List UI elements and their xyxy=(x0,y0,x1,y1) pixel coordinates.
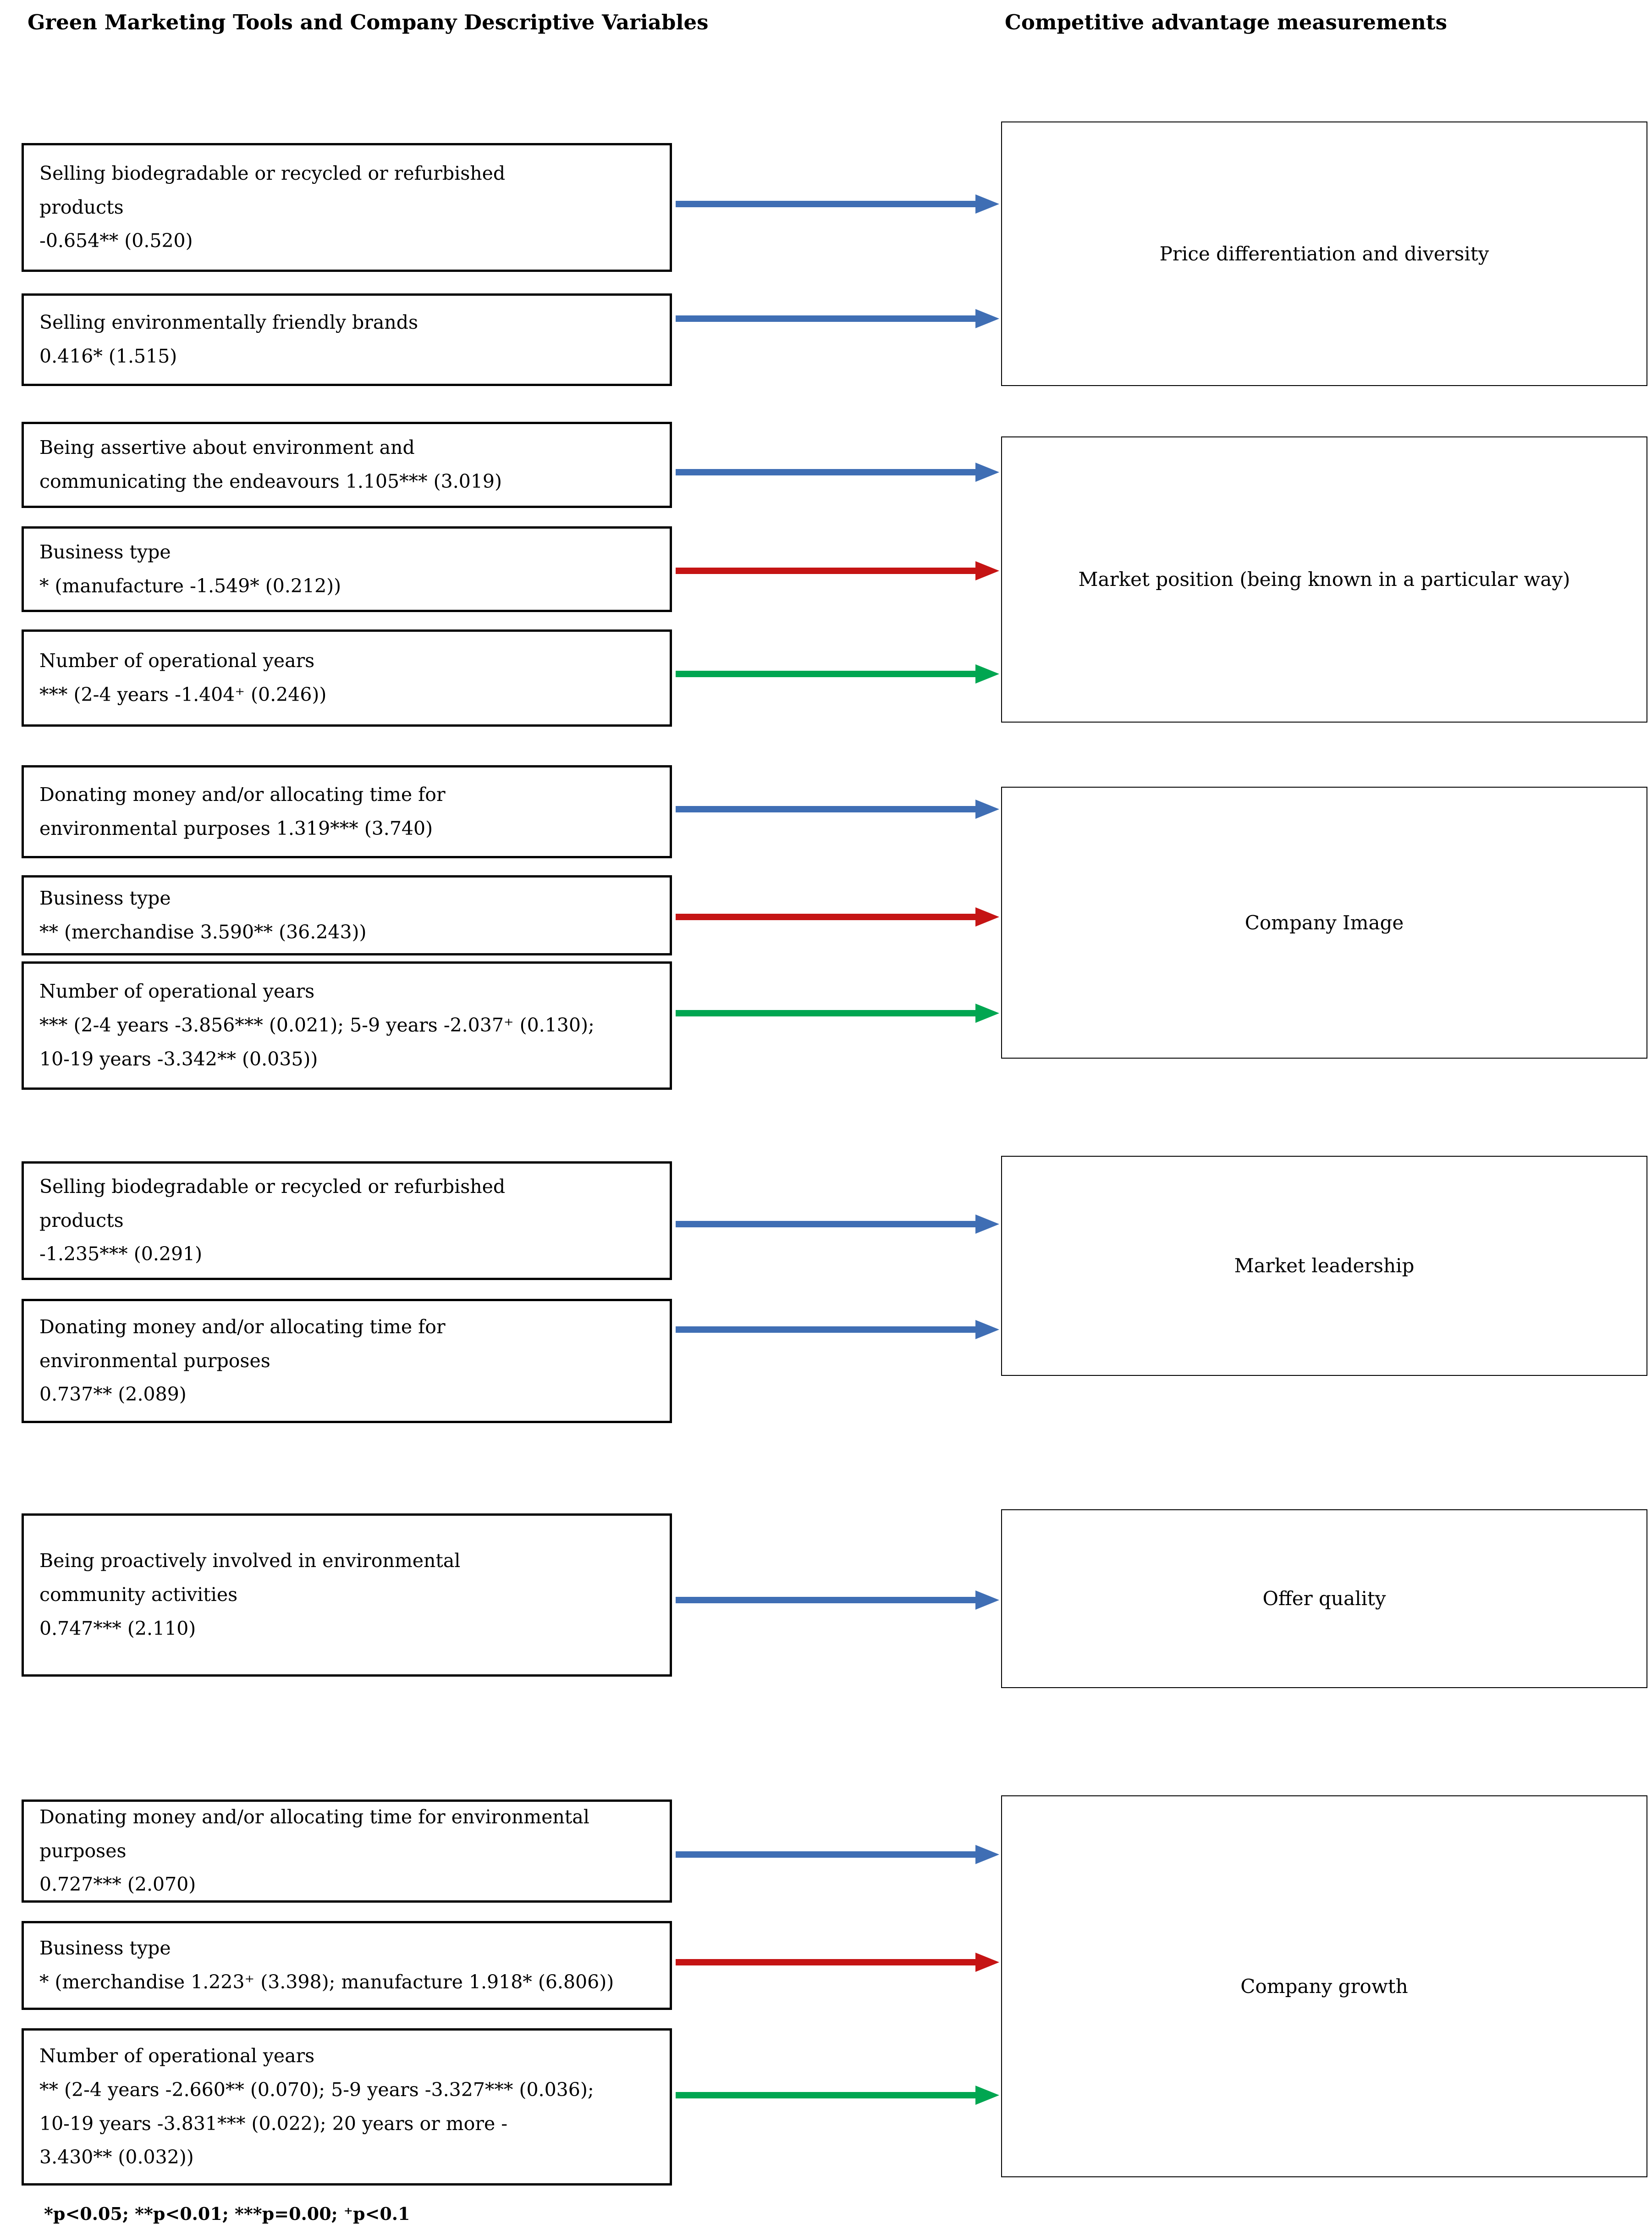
source-stat: 0.727*** (2.070) xyxy=(39,1873,196,1896)
connector-arrow-green xyxy=(676,664,999,684)
source-box-business-type-3: Business type * (merchandise 1.223⁺ (3.3… xyxy=(22,1921,672,2010)
arrow-head-icon xyxy=(975,664,999,684)
source-label: Business type xyxy=(39,887,171,909)
arrow-head-icon xyxy=(975,2086,999,2105)
arrow-head-icon xyxy=(975,1214,999,1234)
source-box-donating-money-3: Donating money and/or allocating time fo… xyxy=(22,1799,672,1903)
left-column-header: Green Marketing Tools and Company Descri… xyxy=(28,10,709,34)
source-box-operational-years-2: Number of operational years *** (2-4 yea… xyxy=(22,961,672,1090)
source-stat: 0.737** (2.089) xyxy=(39,1383,187,1406)
arrow-head-icon xyxy=(975,800,999,819)
source-box-env-friendly-brands: Selling environmentally friendly brands … xyxy=(22,293,672,386)
source-box-selling-biodegradable-2: Selling biodegradable or recycled or ref… xyxy=(22,1161,672,1280)
target-box-price-differentiation: Price differentiation and diversity xyxy=(1001,121,1647,386)
arrow-shaft xyxy=(676,568,975,574)
source-box-selling-biodegradable-1: Selling biodegradable or recycled or ref… xyxy=(22,143,672,272)
source-box-donating-money-2: Donating money and/or allocating time fo… xyxy=(22,1299,672,1423)
arrow-head-icon xyxy=(975,1953,999,1972)
source-stat: -0.654** (0.520) xyxy=(39,230,193,252)
source-stat: * (merchandise 1.223⁺ (3.398); manufactu… xyxy=(39,1971,614,1993)
source-label: Being assertive about environment and co… xyxy=(39,436,502,492)
arrow-head-icon xyxy=(975,1845,999,1864)
arrow-shaft xyxy=(676,1959,975,1965)
arrow-shaft xyxy=(676,1326,975,1333)
source-box-donating-money-1: Donating money and/or allocating time fo… xyxy=(22,765,672,858)
source-label: Business type xyxy=(39,1937,171,1960)
source-label: Business type xyxy=(39,541,171,563)
target-label: Offer quality xyxy=(1262,1587,1386,1610)
arrow-shaft xyxy=(676,1597,975,1603)
arrow-shaft xyxy=(676,2092,975,2098)
target-label: Company growth xyxy=(1240,1975,1408,1998)
connector-arrow-blue xyxy=(676,799,999,819)
source-box-proactively-involved: Being proactively involved in environmen… xyxy=(22,1513,672,1677)
source-label: Number of operational years xyxy=(39,650,315,672)
source-box-business-type-2: Business type ** (merchandise 3.590** (3… xyxy=(22,875,672,955)
connector-arrow-blue xyxy=(676,309,999,329)
source-box-operational-years-1: Number of operational years *** (2-4 yea… xyxy=(22,629,672,727)
source-stat: * (manufacture -1.549* (0.212)) xyxy=(39,574,341,597)
arrow-shaft xyxy=(676,671,975,677)
source-stat: ** (2-4 years -2.660** (0.070); 5-9 year… xyxy=(39,2078,594,2169)
connector-arrow-green xyxy=(676,2085,999,2105)
source-label: Selling environmentally friendly brands xyxy=(39,311,418,334)
target-label: Market position (being known in a partic… xyxy=(1078,568,1570,591)
target-label: Company Image xyxy=(1245,911,1404,934)
target-label: Price differentiation and diversity xyxy=(1159,242,1489,265)
arrow-shaft xyxy=(676,315,975,322)
source-stat: *** (2-4 years -3.856*** (0.021); 5-9 ye… xyxy=(39,1014,595,1070)
target-box-market-position: Market position (being known in a partic… xyxy=(1001,436,1647,723)
connector-arrow-red xyxy=(676,1952,999,1972)
source-label: Donating money and/or allocating time fo… xyxy=(39,783,446,839)
connector-arrow-blue xyxy=(676,1214,999,1234)
arrow-shaft xyxy=(676,469,975,475)
source-label: Selling biodegradable or recycled or ref… xyxy=(39,162,506,218)
significance-legend: *p<0.05; **p<0.01; ***p=0.00; ⁺p<0.1 xyxy=(44,2203,410,2224)
arrow-shaft xyxy=(676,806,975,812)
target-box-offer-quality: Offer quality xyxy=(1001,1509,1647,1688)
source-box-business-type-1: Business type * (manufacture -1.549* (0.… xyxy=(22,526,672,612)
arrow-head-icon xyxy=(975,907,999,927)
source-label: Selling biodegradable or recycled or ref… xyxy=(39,1175,506,1231)
arrow-head-icon xyxy=(975,1320,999,1339)
target-box-company-growth: Company growth xyxy=(1001,1795,1647,2177)
arrow-head-icon xyxy=(975,463,999,482)
source-stat: 0.747*** (2.110) xyxy=(39,1617,196,1639)
arrow-head-icon xyxy=(975,309,999,328)
arrow-shaft xyxy=(676,201,975,207)
connector-arrow-green xyxy=(676,1003,999,1023)
target-label: Market leadership xyxy=(1234,1254,1415,1277)
source-box-being-assertive: Being assertive about environment and co… xyxy=(22,422,672,508)
connector-arrow-red xyxy=(676,907,999,927)
target-box-company-image: Company Image xyxy=(1001,787,1647,1059)
source-label: Number of operational years xyxy=(39,2044,315,2067)
arrow-shaft xyxy=(676,1221,975,1227)
source-label: Donating money and/or allocating time fo… xyxy=(39,1805,589,1862)
source-stat: 0.416* (1.515) xyxy=(39,345,177,367)
connector-arrow-red xyxy=(676,561,999,581)
arrow-head-icon xyxy=(975,561,999,580)
right-column-header: Competitive advantage measurements xyxy=(1005,10,1447,34)
source-stat: *** (2-4 years -1.404⁺ (0.246)) xyxy=(39,684,327,706)
connector-arrow-blue xyxy=(676,1319,999,1340)
source-label: Being proactively involved in environmen… xyxy=(39,1550,461,1606)
source-stat: ** (merchandise 3.590** (36.243)) xyxy=(39,921,367,943)
connector-arrow-blue xyxy=(676,1590,999,1610)
arrow-shaft xyxy=(676,1851,975,1858)
source-box-operational-years-3: Number of operational years ** (2-4 year… xyxy=(22,2028,672,2186)
arrow-shaft xyxy=(676,914,975,920)
source-label: Number of operational years xyxy=(39,980,315,1003)
connector-arrow-blue xyxy=(676,462,999,482)
arrow-head-icon xyxy=(975,1004,999,1023)
source-stat: -1.235*** (0.291) xyxy=(39,1243,203,1265)
arrow-head-icon xyxy=(975,1590,999,1610)
arrow-head-icon xyxy=(975,194,999,214)
connector-arrow-blue xyxy=(676,1844,999,1865)
target-box-market-leadership: Market leadership xyxy=(1001,1156,1647,1376)
connector-arrow-blue xyxy=(676,194,999,214)
source-label: Donating money and/or allocating time fo… xyxy=(39,1315,446,1372)
arrow-shaft xyxy=(676,1010,975,1016)
